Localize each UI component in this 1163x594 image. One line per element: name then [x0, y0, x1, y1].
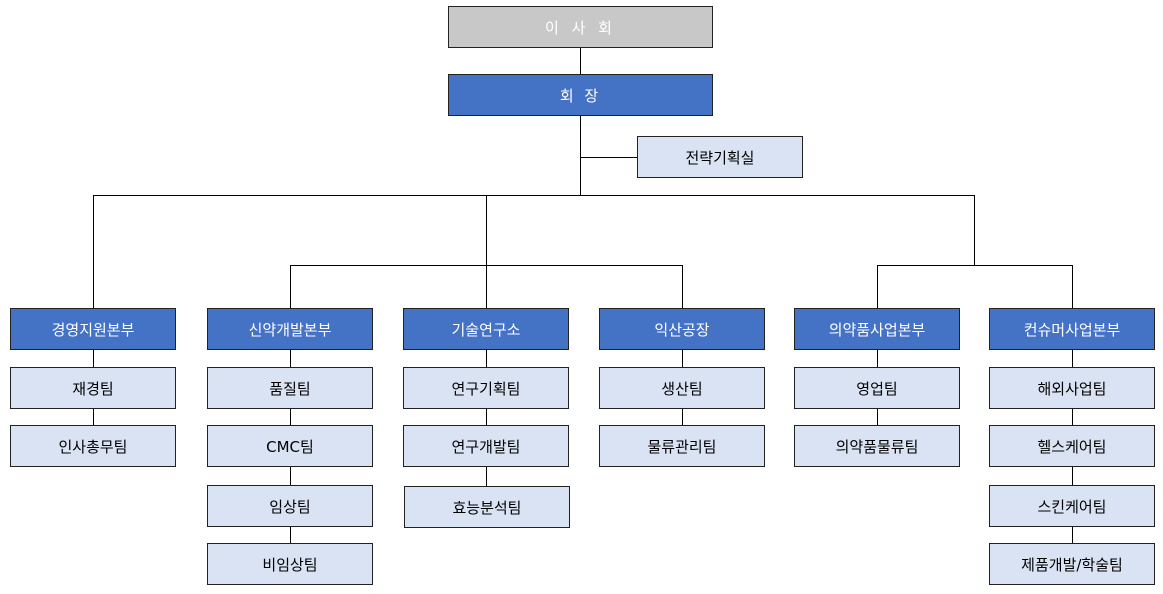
division-box-4: 익산공장 — [599, 308, 765, 350]
team-box: CMC팀 — [207, 425, 373, 467]
team-box: 영업팀 — [794, 367, 960, 409]
division-box-3: 기술연구소 — [403, 308, 569, 350]
team-box: 인사총무팀 — [10, 425, 176, 467]
team-box: 의약품물류팀 — [794, 425, 960, 467]
team-box: 연구개발팀 — [403, 425, 569, 467]
team-box: 비임상팀 — [207, 543, 373, 585]
team-box: 스킨케어팀 — [989, 485, 1155, 527]
division-box-5: 의약품사업본부 — [794, 308, 960, 350]
team-box: 연구기획팀 — [403, 367, 569, 409]
strategy-office-box: 전략기획실 — [637, 136, 803, 178]
team-box: 헬스케어팀 — [989, 425, 1155, 467]
team-box: 품질팀 — [207, 367, 373, 409]
division-box-1: 경영지원본부 — [10, 308, 176, 350]
team-box: 물류관리팀 — [599, 425, 765, 467]
team-box: 재경팀 — [10, 367, 176, 409]
team-box: 생산팀 — [599, 367, 765, 409]
division-box-2: 신약개발본부 — [207, 308, 373, 350]
team-box: 효능분석팀 — [404, 486, 570, 528]
team-box: 해외사업팀 — [989, 367, 1155, 409]
chairman-box: 회 장 — [448, 74, 713, 116]
team-box: 제품개발/학술팀 — [989, 543, 1155, 585]
board-of-directors-box: 이 사 회 — [448, 6, 713, 48]
division-box-6: 컨슈머사업본부 — [989, 308, 1155, 350]
team-box: 임상팀 — [207, 485, 373, 527]
